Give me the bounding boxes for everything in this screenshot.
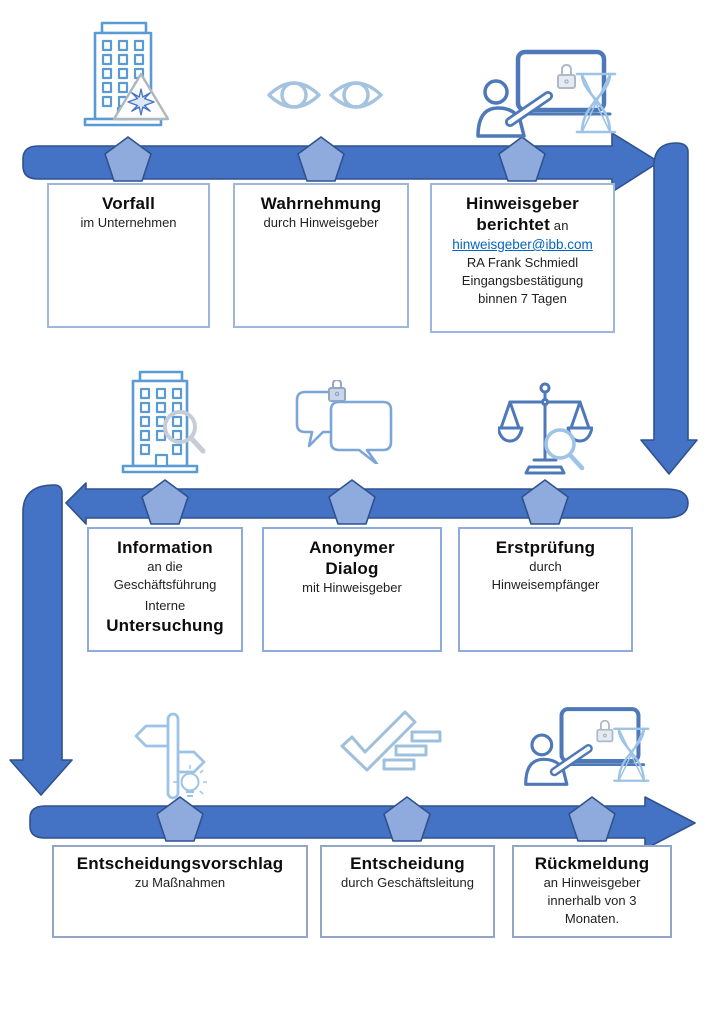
building-incident-icon — [83, 21, 170, 127]
box-subtitle: mit Hinweisgeber — [302, 580, 402, 595]
checkmark-outline — [340, 710, 417, 772]
box-text: Hinweisempfänger — [491, 577, 600, 592]
checkmark-list-icon — [340, 710, 442, 772]
box-title: Entscheidungsvorschlag — [76, 854, 284, 873]
box-text: RA Frank Schmiedl — [466, 255, 579, 270]
lock-icon — [328, 380, 346, 402]
box-title: Erstprüfung — [495, 538, 596, 557]
step-box-entscheidung: Entscheidung durch Geschäftsleitung — [320, 845, 495, 938]
box-text: Eingangsbestätigung — [461, 273, 584, 288]
step-box-entscheidungsvorschlag: Entscheidungsvorschlag zu Maßnahmen — [52, 845, 308, 938]
scales-magnifier-icon — [498, 382, 593, 475]
flow-elbow-right — [640, 142, 698, 475]
box-subtitle: im Unternehmen — [80, 215, 177, 230]
step-marker-pentagon — [521, 479, 569, 525]
person-screen-lock-hourglass-icon — [522, 702, 652, 787]
step-box-information: Information an die Geschäftsführung Inte… — [87, 527, 243, 652]
flow-elbow-left — [9, 484, 73, 796]
box-title-2: Untersuchung — [106, 616, 224, 635]
step-box-erstpruefung: Erstprüfung durch Hinweisempfänger — [458, 527, 633, 652]
box-title: Information — [117, 538, 213, 557]
box-subtitle: durch Hinweisgeber — [263, 215, 379, 230]
box-text: an die — [147, 559, 183, 574]
step-marker-pentagon — [328, 479, 376, 525]
box-text: Interne — [144, 598, 186, 613]
box-text: binnen 7 Tagen — [478, 291, 567, 306]
box-text: innerhalb von 3 — [547, 893, 637, 908]
person-screen-lock-hourglass-icon — [474, 44, 619, 139]
step-marker-pentagon — [498, 136, 546, 182]
step-box-anonymer-dialog: Anonymer Dialog mit Hinweisgeber — [262, 527, 442, 652]
step-box-rueckmeldung: Rückmeldung an Hinweisgeber innerhalb vo… — [512, 845, 672, 938]
list-bar — [394, 744, 428, 757]
eyes-icon — [267, 81, 383, 109]
step-marker-pentagon — [104, 136, 152, 182]
list-bar — [382, 758, 416, 771]
signpost-idea-icon — [134, 712, 207, 800]
sign-left-arrow — [134, 724, 170, 748]
box-text: Monaten. — [564, 911, 620, 926]
box-subtitle: durch Geschäftsleitung — [341, 875, 474, 890]
email-link[interactable]: hinweisgeber@ibb.com — [452, 237, 593, 252]
box-title-line2: Dialog — [325, 559, 379, 578]
step-box-wahrnehmung: Wahrnehmung durch Hinweisgeber — [233, 183, 409, 328]
building-magnifier-icon — [121, 370, 206, 474]
box-text: durch — [529, 559, 562, 574]
box-title-line2: berichtet an — [476, 215, 569, 234]
box-title: Rückmeldung — [534, 854, 650, 873]
box-subtitle: zu Maßnahmen — [134, 875, 226, 890]
step-marker-pentagon — [568, 796, 616, 842]
step-marker-pentagon — [383, 796, 431, 842]
list-bar — [410, 730, 442, 743]
step-marker-pentagon — [141, 479, 189, 525]
step-marker-pentagon — [297, 136, 345, 182]
box-title: Wahrnehmung — [260, 194, 382, 213]
chat-bubbles-lock-icon — [295, 380, 393, 464]
box-text: an Hinweisgeber — [543, 875, 641, 890]
step-marker-pentagon — [156, 796, 204, 842]
explosion-burst-icon — [127, 88, 155, 116]
lightbulb-icon — [173, 765, 207, 797]
box-title: Entscheidung — [350, 854, 465, 873]
box-title: Hinweisgeber — [466, 194, 579, 213]
step-box-hinweisgeber-berichtet: Hinweisgeber berichtet an hinweisgeber@i… — [430, 183, 615, 333]
box-title: Anonymer — [309, 538, 395, 557]
speech-bubble-large — [329, 400, 393, 464]
box-text: Geschäftsführung — [113, 577, 217, 592]
step-box-vorfall: Vorfall im Unternehmen — [47, 183, 210, 328]
box-title: Vorfall — [101, 194, 156, 213]
magnifier-icon — [544, 428, 585, 471]
sign-right-arrow — [176, 750, 206, 774]
magnifier-icon — [163, 410, 206, 454]
signpost-pole — [166, 712, 180, 800]
